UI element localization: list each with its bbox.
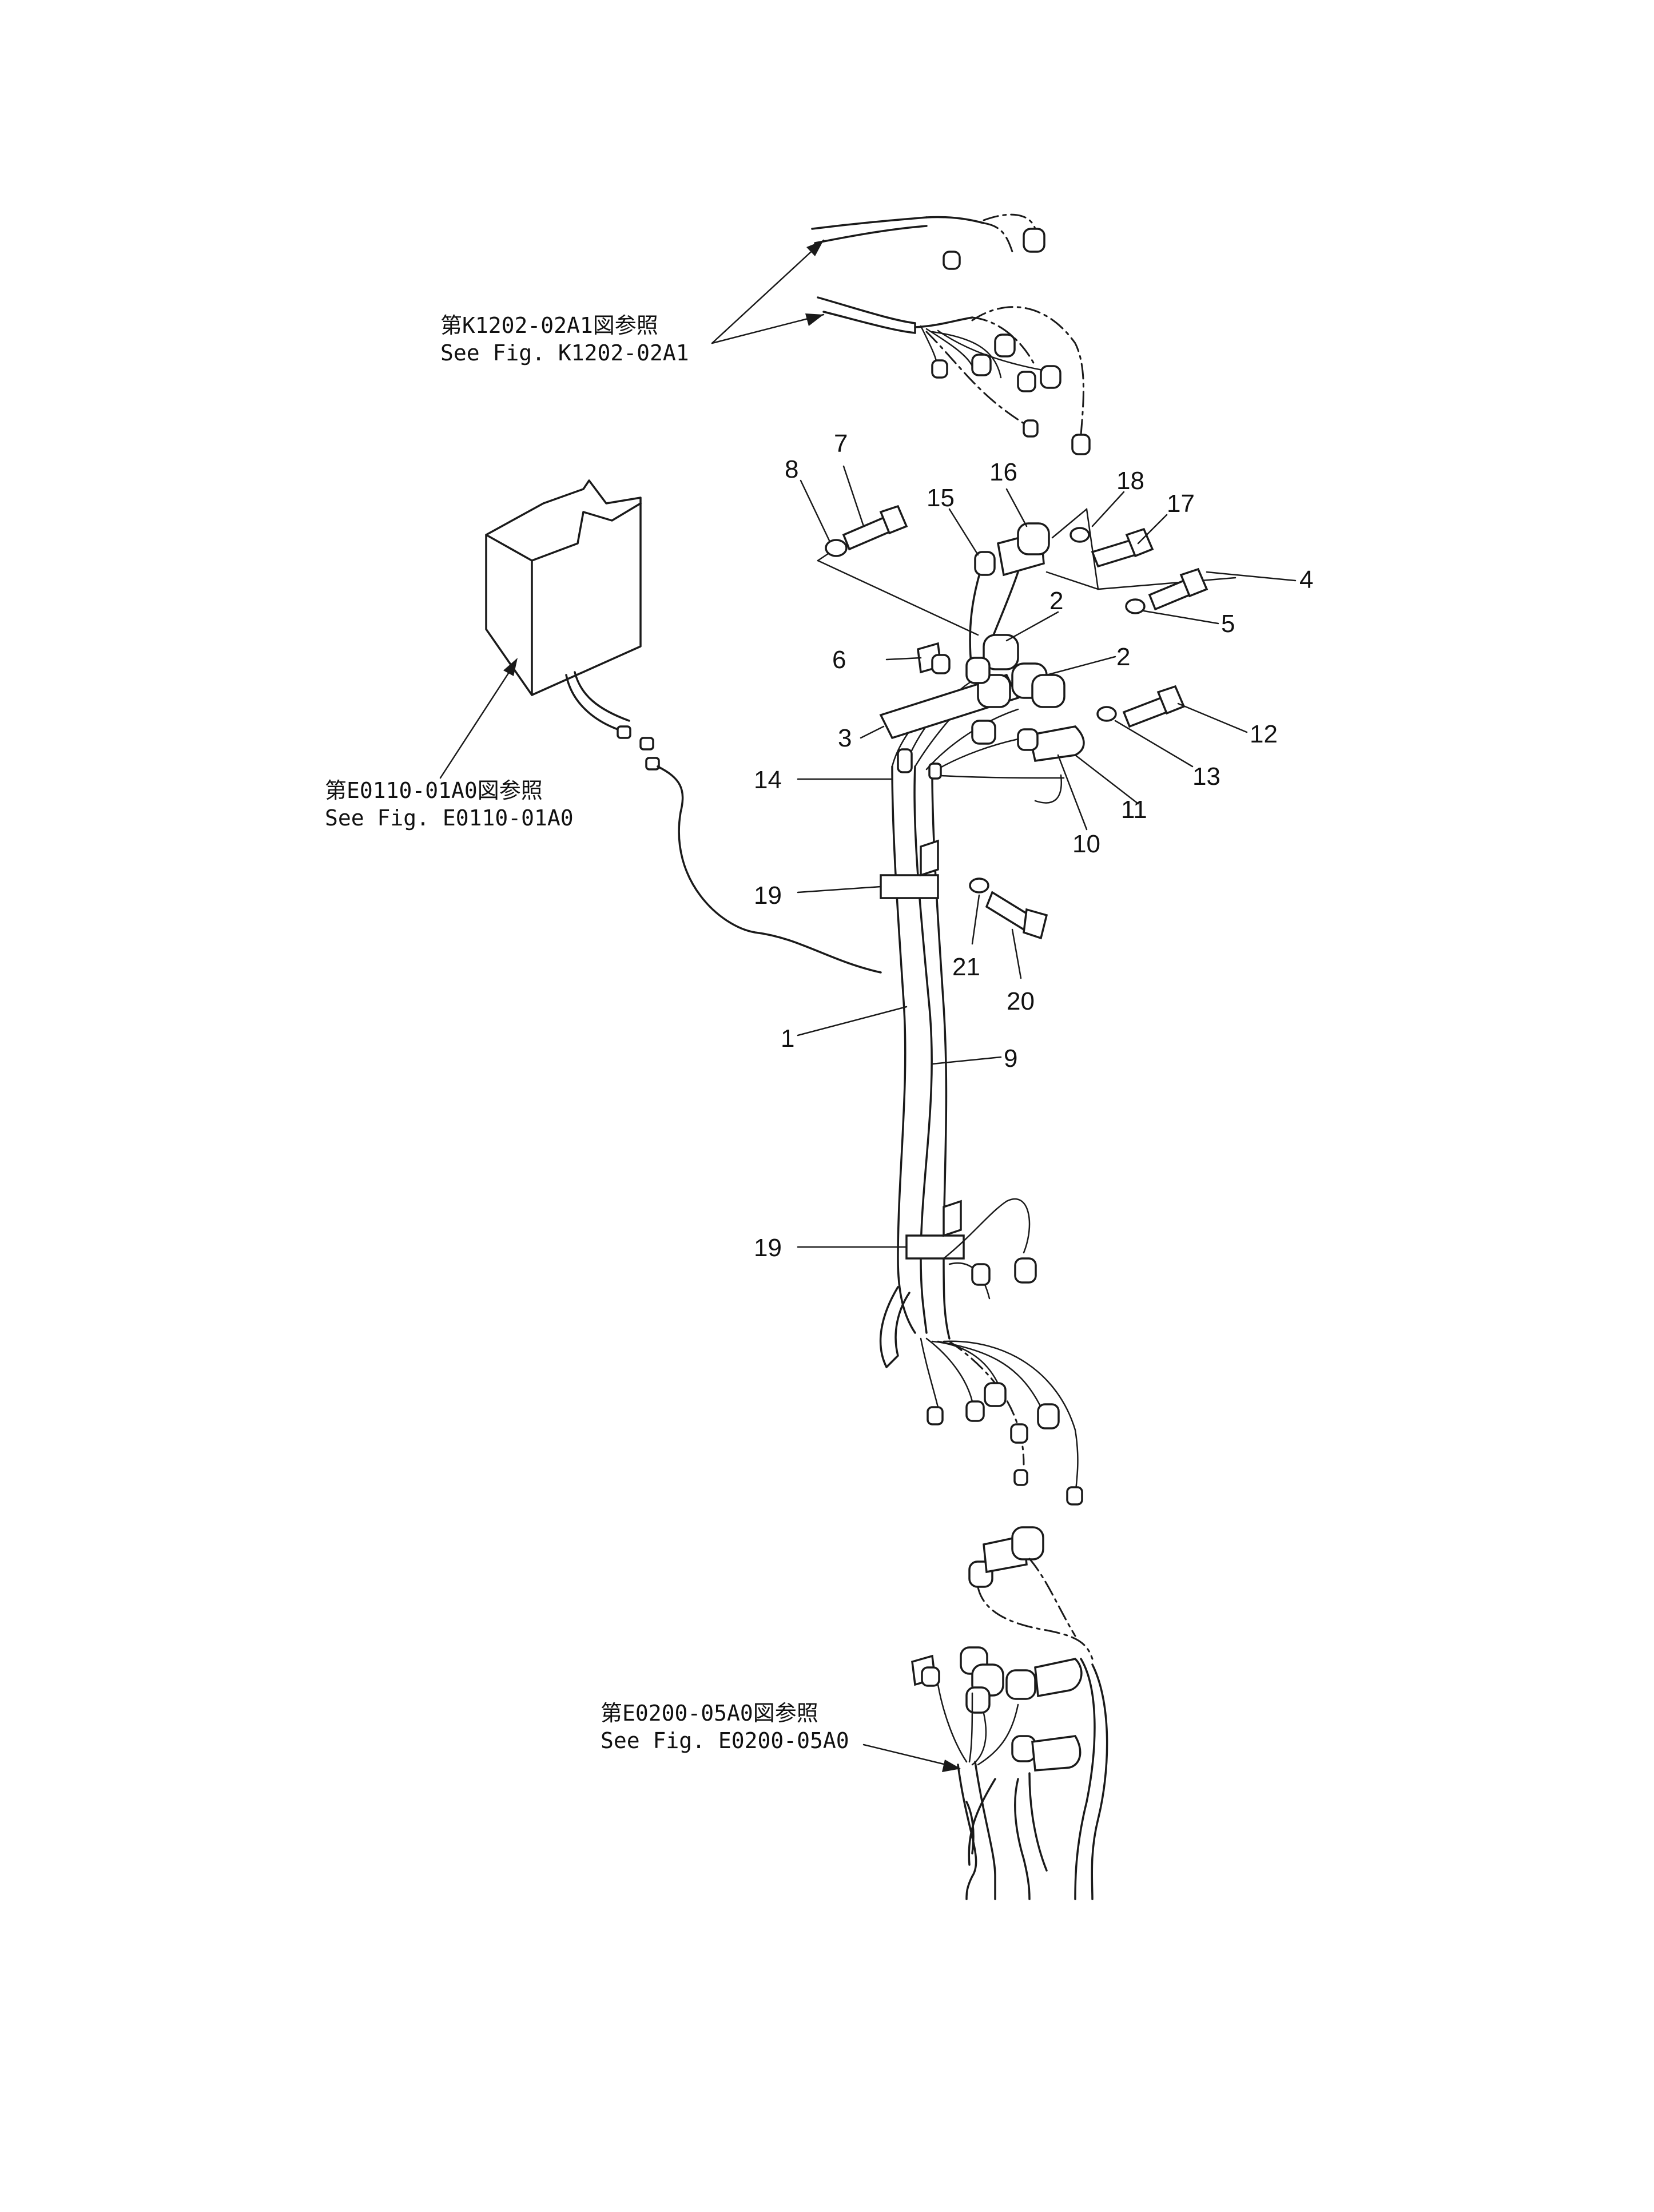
part-label-19-upper: 19 [754, 881, 782, 910]
leader-lines [797, 465, 1297, 1248]
part-label-9: 9 [1004, 1045, 1017, 1073]
part-label-3: 3 [838, 724, 852, 752]
reference-labels: 第K1202-02A1図参照 See Fig. K1202-02A1 第E011… [325, 313, 849, 1753]
part-label-12: 12 [1250, 720, 1278, 748]
e0110-reference-arrow [439, 658, 518, 779]
part-label-7: 7 [834, 430, 848, 458]
ref-k1202-en: See Fig. K1202-02A1 [440, 340, 689, 366]
e0200-reference-arrow [862, 1744, 961, 1772]
part-label-17: 17 [1167, 490, 1195, 518]
part-label-10: 10 [1072, 830, 1100, 858]
part-label-2b: 2 [1116, 643, 1130, 671]
part-number-labels: 7 8 15 16 18 17 4 5 2 2 6 3 12 13 11 10 … [754, 430, 1313, 1262]
part-label-19-lower: 19 [754, 1234, 782, 1262]
part-label-16: 16 [989, 458, 1017, 486]
part-label-6: 6 [832, 646, 846, 674]
part-label-13: 13 [1192, 763, 1220, 791]
ref-e0200-jp: 第E0200-05A0図参照 [601, 1701, 818, 1726]
part-label-14: 14 [754, 766, 782, 794]
controller-box [485, 479, 882, 974]
upper-harness-drawing [811, 213, 1091, 455]
part-label-4: 4 [1299, 566, 1313, 594]
part-label-21: 21 [952, 953, 980, 981]
part-label-15: 15 [927, 484, 955, 512]
lower-harness-drawing [911, 1526, 1108, 1900]
ref-e0110-jp: 第E0110-01A0図参照 [325, 778, 543, 803]
part-label-2a: 2 [1049, 587, 1063, 615]
part-label-1: 1 [781, 1024, 794, 1053]
k1202-reference-arrows [711, 239, 825, 344]
part-label-8: 8 [785, 455, 798, 483]
part-label-11: 11 [1121, 796, 1147, 824]
ref-e0110-en: See Fig. E0110-01A0 [325, 805, 574, 831]
connector-cluster [817, 505, 1236, 940]
ref-e0200-en: See Fig. E0200-05A0 [601, 1728, 849, 1753]
main-harness [879, 559, 1083, 1506]
part-label-18: 18 [1116, 467, 1144, 495]
part-label-20: 20 [1007, 987, 1035, 1015]
part-label-5: 5 [1221, 610, 1235, 638]
ref-k1202-jp: 第K1202-02A1図参照 [440, 313, 658, 338]
